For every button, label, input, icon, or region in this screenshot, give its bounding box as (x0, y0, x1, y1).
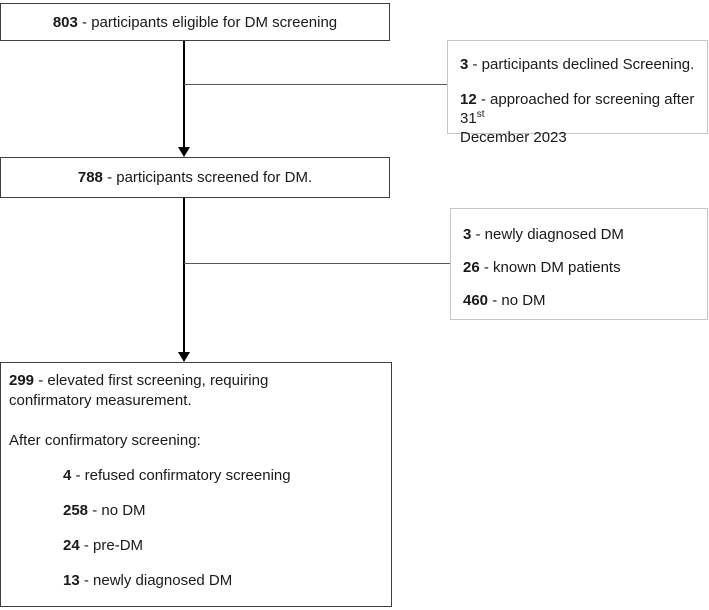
pre-dm-count: 24 (63, 537, 80, 554)
confirmatory-item-newly-diagnosed: 13 - newly diagnosed DM (9, 571, 381, 591)
ordinal-superscript: st (476, 109, 485, 120)
declined-box: 3 - participants declined Screening. 12 … (447, 40, 708, 146)
eligible-text: 803 - participants eligible for DM scree… (53, 13, 337, 32)
approached-late-item: 12 - approached for screening after 31st (460, 90, 695, 128)
declined-item: 3 - participants declined Screening. (460, 55, 695, 74)
newly-diagnosed-count: 13 (63, 572, 80, 589)
eligible-count: 803 (52, 13, 78, 31)
eligible-label: - participants eligible for DM screening (82, 13, 338, 31)
eligible-box: 803 - participants eligible for DM scree… (0, 3, 390, 41)
outcome-no-dm-count: 460 (463, 292, 489, 309)
declined-count: 3 (460, 56, 469, 73)
branch-line-declined (184, 84, 447, 85)
outcome-known-dm-label: - known DM patients (483, 259, 621, 276)
confirmatory-count: 299 (9, 372, 35, 389)
confirmatory-item-refused: 4 - refused confirmatory screening (9, 466, 381, 486)
no-dm-count: 258 (63, 502, 89, 519)
screened-count: 788 (77, 169, 103, 186)
newly-diagnosed-label: - newly diagnosed DM (83, 572, 233, 589)
screened-label: - participants screened for DM. (107, 169, 313, 186)
confirmatory-box: 299 - elevated first screening, requirin… (0, 362, 392, 607)
refused-label: - refused confirmatory screening (75, 467, 291, 484)
approached-late-label: - approached for screening after 31 (460, 91, 695, 127)
outcomes-box: 3 - newly diagnosed DM 26 - known DM pat… (450, 208, 708, 320)
arrowhead-eligible-to-screened (178, 147, 190, 157)
no-dm-label: - no DM (92, 502, 146, 519)
outcome-known-dm-count: 26 (463, 259, 480, 276)
arrowhead-screened-to-confirmatory (178, 352, 190, 362)
approached-late-label-line2: December 2023 (460, 129, 567, 146)
declined-label: - participants declined Screening. (472, 56, 695, 73)
outcome-no-dm-label: - no DM (492, 292, 546, 309)
outcome-newly-diagnosed-count: 3 (463, 226, 472, 243)
approached-late-count: 12 (460, 91, 477, 108)
confirmatory-headline-label: - elevated first screening, requiring co… (9, 372, 269, 409)
outcome-newly-diagnosed-label: - newly diagnosed DM (475, 226, 624, 243)
confirmatory-item-no-dm: 258 - no DM (9, 501, 381, 521)
arrow-line-screened-to-confirmatory (183, 198, 185, 353)
refused-count: 4 (63, 467, 72, 484)
outcome-newly-diagnosed: 3 - newly diagnosed DM (463, 225, 695, 244)
arrow-line-eligible-to-screened (183, 41, 185, 148)
pre-dm-label: - pre-DM (83, 537, 144, 554)
confirmatory-item-pre-dm: 24 - pre-DM (9, 536, 381, 556)
branch-line-outcomes (184, 263, 450, 264)
screened-box: 788 - participants screened for DM. (0, 157, 390, 198)
outcome-known-dm: 26 - known DM patients (463, 258, 695, 277)
confirmatory-subheading: After confirmatory screening: (9, 432, 201, 449)
outcome-no-dm: 460 - no DM (463, 291, 695, 310)
confirmatory-headline: 299 - elevated first screening, requirin… (9, 371, 339, 411)
screened-text: 788 - participants screened for DM. (78, 168, 312, 187)
